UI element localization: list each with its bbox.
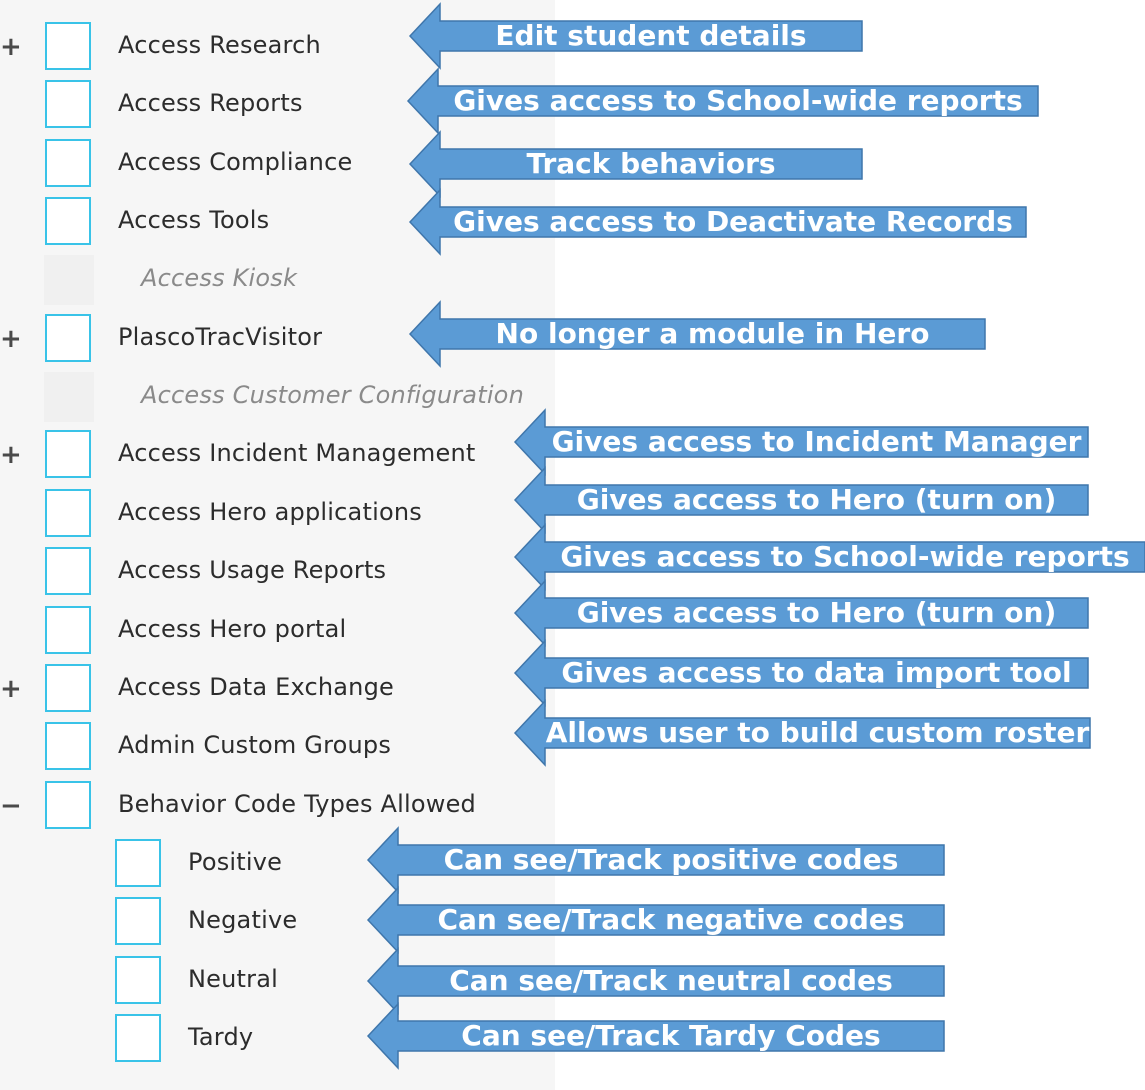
expand-icon[interactable]: + <box>0 32 22 62</box>
permission-label: Admin Custom Groups <box>118 731 392 759</box>
permission-label: Access Hero applications <box>118 498 422 526</box>
annotation-arrow: Edit student details <box>408 2 863 70</box>
checkbox-admin-custom-groups[interactable] <box>45 722 91 770</box>
permission-row-behavior-code-types-allowed: − Behavior Code Types Allowed <box>0 781 555 839</box>
permission-label: Neutral <box>188 965 278 993</box>
expand-icon[interactable]: + <box>0 324 22 354</box>
permission-label: Access Usage Reports <box>118 556 387 584</box>
annotation-arrow: Can see/Track neutral codes <box>366 947 945 1015</box>
annotation-arrow: Gives access to Incident Manager <box>513 408 1089 476</box>
checkbox-access-hero-portal[interactable] <box>45 606 91 654</box>
permission-row-plascotracvisitor: + PlascoTracVisitor <box>0 314 555 372</box>
disabled-checkbox-placeholder <box>44 255 94 305</box>
annotation-arrow: Track behaviors <box>408 130 863 198</box>
permission-row-tardy: Tardy <box>0 1014 555 1072</box>
left-arrow-shape <box>366 1002 945 1070</box>
checkbox-access-usage-reports[interactable] <box>45 547 91 595</box>
checkbox-neutral[interactable] <box>115 956 161 1004</box>
checkbox-negative[interactable] <box>115 897 161 945</box>
checkbox-access-incident-management[interactable] <box>45 430 91 478</box>
collapse-icon[interactable]: − <box>0 791 22 821</box>
permission-label: Access Kiosk <box>141 264 298 292</box>
permission-row-access-tools: Access Tools <box>0 197 555 255</box>
permission-label: Access Reports <box>118 89 303 117</box>
permission-row-access-usage-reports: Access Usage Reports <box>0 547 555 605</box>
permission-label: Behavior Code Types Allowed <box>118 790 476 818</box>
permission-row-admin-custom-groups: Admin Custom Groups <box>0 722 555 780</box>
checkbox-access-tools[interactable] <box>45 197 91 245</box>
annotation-arrow: Can see/Track negative codes <box>366 886 945 954</box>
annotation-text: Gives access to Deactivate Records <box>453 205 1013 238</box>
annotation-text: Gives access to Incident Manager <box>552 425 1082 458</box>
annotation-arrow: Gives access to Hero (turn on) <box>513 579 1089 647</box>
annotation-arrow: No longer a module in Hero <box>408 300 986 368</box>
permission-row-neutral: Neutral <box>0 956 555 1014</box>
permission-label: Access Data Exchange <box>118 673 394 701</box>
permission-label: Access Research <box>118 31 321 59</box>
annotation-text: Can see/Track neutral codes <box>449 964 893 997</box>
permission-label: Access Incident Management <box>118 439 476 467</box>
annotation-arrow: Gives access to Deactivate Records <box>408 188 1027 256</box>
annotation-arrow: Gives access to Hero (turn on) <box>513 466 1089 534</box>
permission-row-negative: Negative <box>0 897 555 955</box>
left-arrow-shape <box>408 188 1027 256</box>
annotation-text: Gives access to data import tool <box>561 656 1071 689</box>
annotation-text: Gives access to Hero (turn on) <box>577 596 1057 629</box>
annotation-text: Gives access to School-wide reports <box>453 84 1022 117</box>
annotation-arrow: Allows user to build custom roster <box>513 699 1091 767</box>
permission-label: Positive <box>188 848 283 876</box>
annotation-text: Can see/Track negative codes <box>437 903 904 936</box>
checkbox-access-data-exchange[interactable] <box>45 664 91 712</box>
left-arrow-shape <box>408 2 863 70</box>
checkbox-access-reports[interactable] <box>45 80 91 128</box>
permission-row-access-kiosk: Access Kiosk <box>0 255 555 313</box>
annotation-text: No longer a module in Hero <box>496 317 930 350</box>
expand-icon[interactable]: + <box>0 440 22 470</box>
annotation-text: Can see/Track Tardy Codes <box>461 1019 880 1052</box>
annotation-text: Can see/Track positive codes <box>444 843 899 876</box>
permission-row-positive: Positive <box>0 839 555 897</box>
left-arrow-shape <box>406 67 1039 135</box>
checkbox-access-hero-applications[interactable] <box>45 489 91 537</box>
annotation-text: Track behaviors <box>526 147 775 180</box>
permission-label: Tardy <box>188 1023 254 1051</box>
permission-row-access-research: + Access Research <box>0 22 555 80</box>
annotation-text: Allows user to build custom roster <box>546 716 1090 749</box>
permission-row-access-reports: Access Reports <box>0 80 555 138</box>
checkbox-positive[interactable] <box>115 839 161 887</box>
checkbox-tardy[interactable] <box>115 1014 161 1062</box>
annotation-arrow: Can see/Track Tardy Codes <box>366 1002 945 1070</box>
checkbox-behavior-code-types-allowed[interactable] <box>45 781 91 829</box>
permission-row-access-customer-configuration: Access Customer Configuration <box>0 372 555 430</box>
permission-row-access-hero-applications: Access Hero applications <box>0 489 555 547</box>
annotation-text: Gives access to School-wide reports <box>560 540 1129 573</box>
permission-label: PlascoTracVisitor <box>118 323 323 351</box>
permission-row-access-data-exchange: + Access Data Exchange <box>0 664 555 722</box>
annotation-arrow: Gives access to data import tool <box>513 639 1089 707</box>
left-arrow-shape <box>513 699 1091 767</box>
permission-label: Negative <box>188 906 298 934</box>
permission-label: Access Customer Configuration <box>141 381 524 409</box>
permission-label: Access Tools <box>118 206 270 234</box>
checkbox-access-research[interactable] <box>45 22 91 70</box>
permission-label: Access Hero portal <box>118 615 347 643</box>
expand-icon[interactable]: + <box>0 674 22 704</box>
permission-label: Access Compliance <box>118 148 353 176</box>
checkbox-plascotracvisitor[interactable] <box>45 314 91 362</box>
checkbox-access-compliance[interactable] <box>45 139 91 187</box>
annotation-arrow: Gives access to School-wide reports <box>513 523 1145 591</box>
permission-row-access-incident-management: + Access Incident Management <box>0 430 555 488</box>
annotation-arrow: Can see/Track positive codes <box>366 826 945 894</box>
left-arrow-shape <box>408 300 986 368</box>
annotation-text: Gives access to Hero (turn on) <box>577 483 1057 516</box>
annotation-text: Edit student details <box>495 19 806 52</box>
disabled-checkbox-placeholder <box>44 372 94 422</box>
permission-row-access-compliance: Access Compliance <box>0 139 555 197</box>
permission-row-access-hero-portal: Access Hero portal <box>0 606 555 664</box>
annotation-arrow: Gives access to School-wide reports <box>406 67 1039 135</box>
